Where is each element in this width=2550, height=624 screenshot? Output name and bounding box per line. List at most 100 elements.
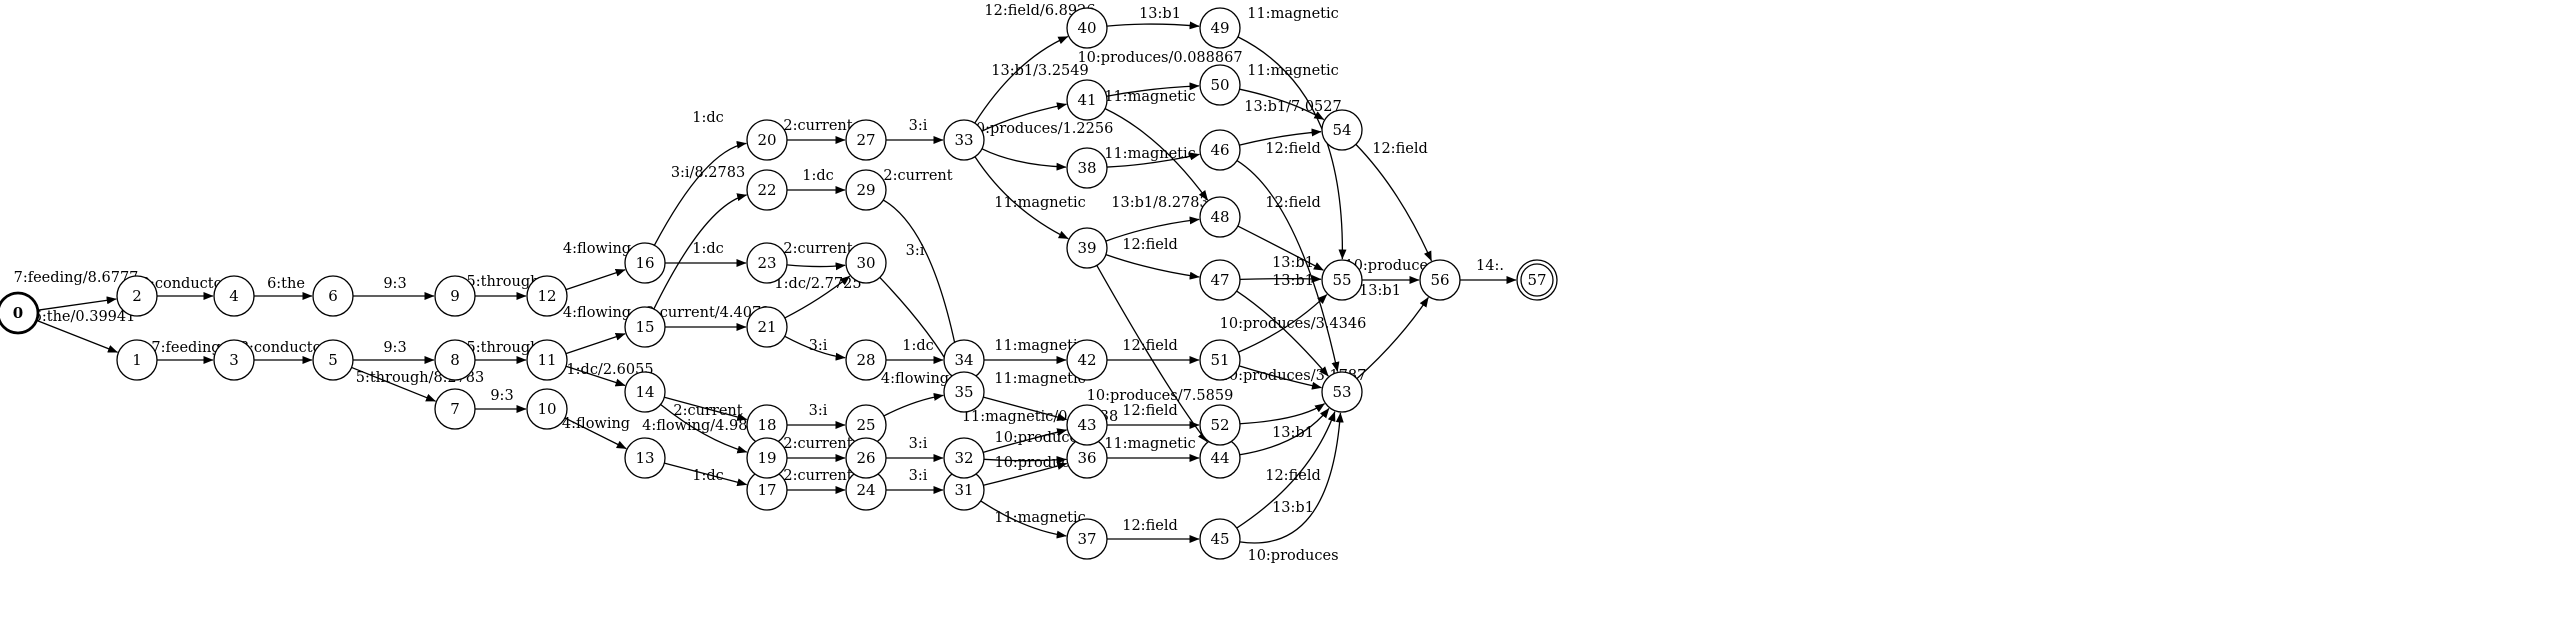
state-node-20: 20 [746, 119, 788, 161]
transition-label-55-56: 10:produces [1344, 258, 1435, 274]
state-label: 8 [450, 351, 460, 369]
state-label: 39 [1077, 239, 1096, 257]
state-node-8: 8 [434, 339, 476, 381]
transition-label-6-9: 9:3 [383, 276, 406, 292]
state-circle [845, 169, 887, 211]
state-circle [746, 242, 788, 284]
state-label: 53 [1332, 383, 1351, 401]
state-circle [116, 339, 158, 381]
edges-layer [36, 21, 1517, 544]
transition-edge-54-56 [1355, 143, 1433, 262]
transition-label-46-53: 12:field [1265, 141, 1321, 157]
state-circle [624, 242, 666, 284]
transition-label-14-19: 4:flowing/4.9805 [642, 418, 766, 434]
state-node-30: 30 [845, 242, 887, 284]
state-node-4: 4 [213, 275, 255, 317]
state-node-0: 0 [0, 291, 40, 335]
transition-edge-50-54 [1239, 88, 1325, 121]
transition-label-33-40: 12:field/6.8926 [984, 3, 1095, 19]
state-circle [943, 119, 985, 161]
transition-edge-51-53 [1238, 365, 1322, 390]
state-circle [746, 169, 788, 211]
state-node-15: 15 [624, 306, 666, 348]
state-label: 47 [1210, 271, 1229, 289]
transition-edge-0-2 [37, 296, 117, 311]
state-node-32: 32 [943, 437, 985, 479]
state-circle [213, 275, 255, 317]
state-label: 50 [1210, 76, 1229, 94]
transition-edge-33-38 [981, 148, 1067, 171]
state-circle [624, 371, 666, 413]
state-label: 52 [1210, 416, 1229, 434]
state-circle [1066, 79, 1108, 121]
state-node-6: 6 [312, 275, 354, 317]
state-circle [746, 119, 788, 161]
transition-label-39-47: 12:field [1122, 237, 1178, 253]
transition-edge-33-39 [974, 156, 1069, 240]
transition-edge-40-49 [1106, 21, 1200, 30]
nodes-layer: 0123456789101112131415161718192021222324… [0, 7, 1558, 560]
state-node-37: 37 [1066, 518, 1108, 560]
state-node-54: 54 [1321, 109, 1363, 151]
transition-label-17-24: 2:current [783, 468, 852, 484]
state-label: 20 [757, 131, 776, 149]
transition-label-13-17: 1:dc [692, 468, 724, 484]
transition-label-15-21: 2:current/4.4072 [646, 305, 771, 321]
transition-label-0-1: 6:the/0.39941 [33, 309, 136, 325]
transition-label-3-5: 8:conductor [240, 340, 329, 356]
state-circle [434, 339, 476, 381]
transition-label-16-20: 1:dc [692, 110, 724, 126]
transition-label-40-49: 13:b1 [1139, 6, 1181, 22]
transition-label-47-55: 13:b1 [1272, 255, 1314, 271]
state-circle [624, 306, 666, 348]
state-node-42: 42 [1066, 339, 1108, 381]
state-label: 34 [954, 351, 973, 369]
state-label: 15 [635, 318, 654, 336]
state-node-41: 41 [1066, 79, 1108, 121]
transition-label-30-35: 3:i [906, 243, 925, 259]
state-node-11: 11 [526, 339, 568, 381]
state-node-45: 45 [1199, 518, 1241, 560]
state-label: 37 [1077, 530, 1096, 548]
transition-label-44-53: 12:field [1265, 468, 1321, 484]
state-label: 55 [1332, 271, 1351, 289]
state-label: 6 [328, 287, 338, 305]
state-label: 14 [635, 383, 654, 401]
state-label: 45 [1210, 530, 1229, 548]
state-label: 31 [954, 481, 973, 499]
transition-label-21-28: 3:i [809, 338, 828, 354]
state-circle [1199, 7, 1241, 49]
transition-edge-52-53 [1239, 403, 1325, 425]
state-label: 48 [1210, 208, 1229, 226]
state-node-26: 26 [845, 437, 887, 479]
transition-edge-12-16 [565, 268, 626, 291]
transition-label-8-11: 5:through [467, 340, 540, 356]
state-label: 32 [954, 449, 973, 467]
final-state-inner-ring [1520, 263, 1554, 297]
transition-label-41-48: 11:magnetic [1104, 89, 1196, 105]
state-circle [526, 339, 568, 381]
state-circle [312, 339, 354, 381]
transition-label-49-55: 11:magnetic [1247, 6, 1339, 22]
transition-label-23-30: 2:current [783, 241, 852, 257]
transition-label-15-22: 3:i/8.2783 [671, 165, 745, 181]
state-node-9: 9 [434, 275, 476, 317]
state-node-21: 21 [746, 306, 788, 348]
state-node-53: 53 [1321, 371, 1363, 413]
state-node-25: 25 [845, 404, 887, 446]
state-label: 30 [856, 254, 875, 272]
transition-label-41-50: 10:produces/0.088867 [1077, 50, 1242, 66]
transition-label-19-26: 2:current [783, 436, 852, 452]
transition-label-5-8: 9:3 [383, 340, 406, 356]
transition-edge-46-53 [1236, 160, 1340, 372]
state-node-29: 29 [845, 169, 887, 211]
transition-label-11-14: 1:dc/2.6055 [566, 362, 653, 378]
state-node-10: 10 [526, 388, 568, 430]
transition-edge-30-35 [879, 277, 955, 375]
transition-label-0-2: 7:feeding/8.6777 [14, 270, 139, 286]
state-label: 29 [856, 181, 875, 199]
state-circle [1199, 518, 1241, 560]
state-circle [1199, 129, 1241, 171]
transition-label-35-43: 11:magnetic [994, 371, 1086, 387]
state-circle [116, 275, 158, 317]
